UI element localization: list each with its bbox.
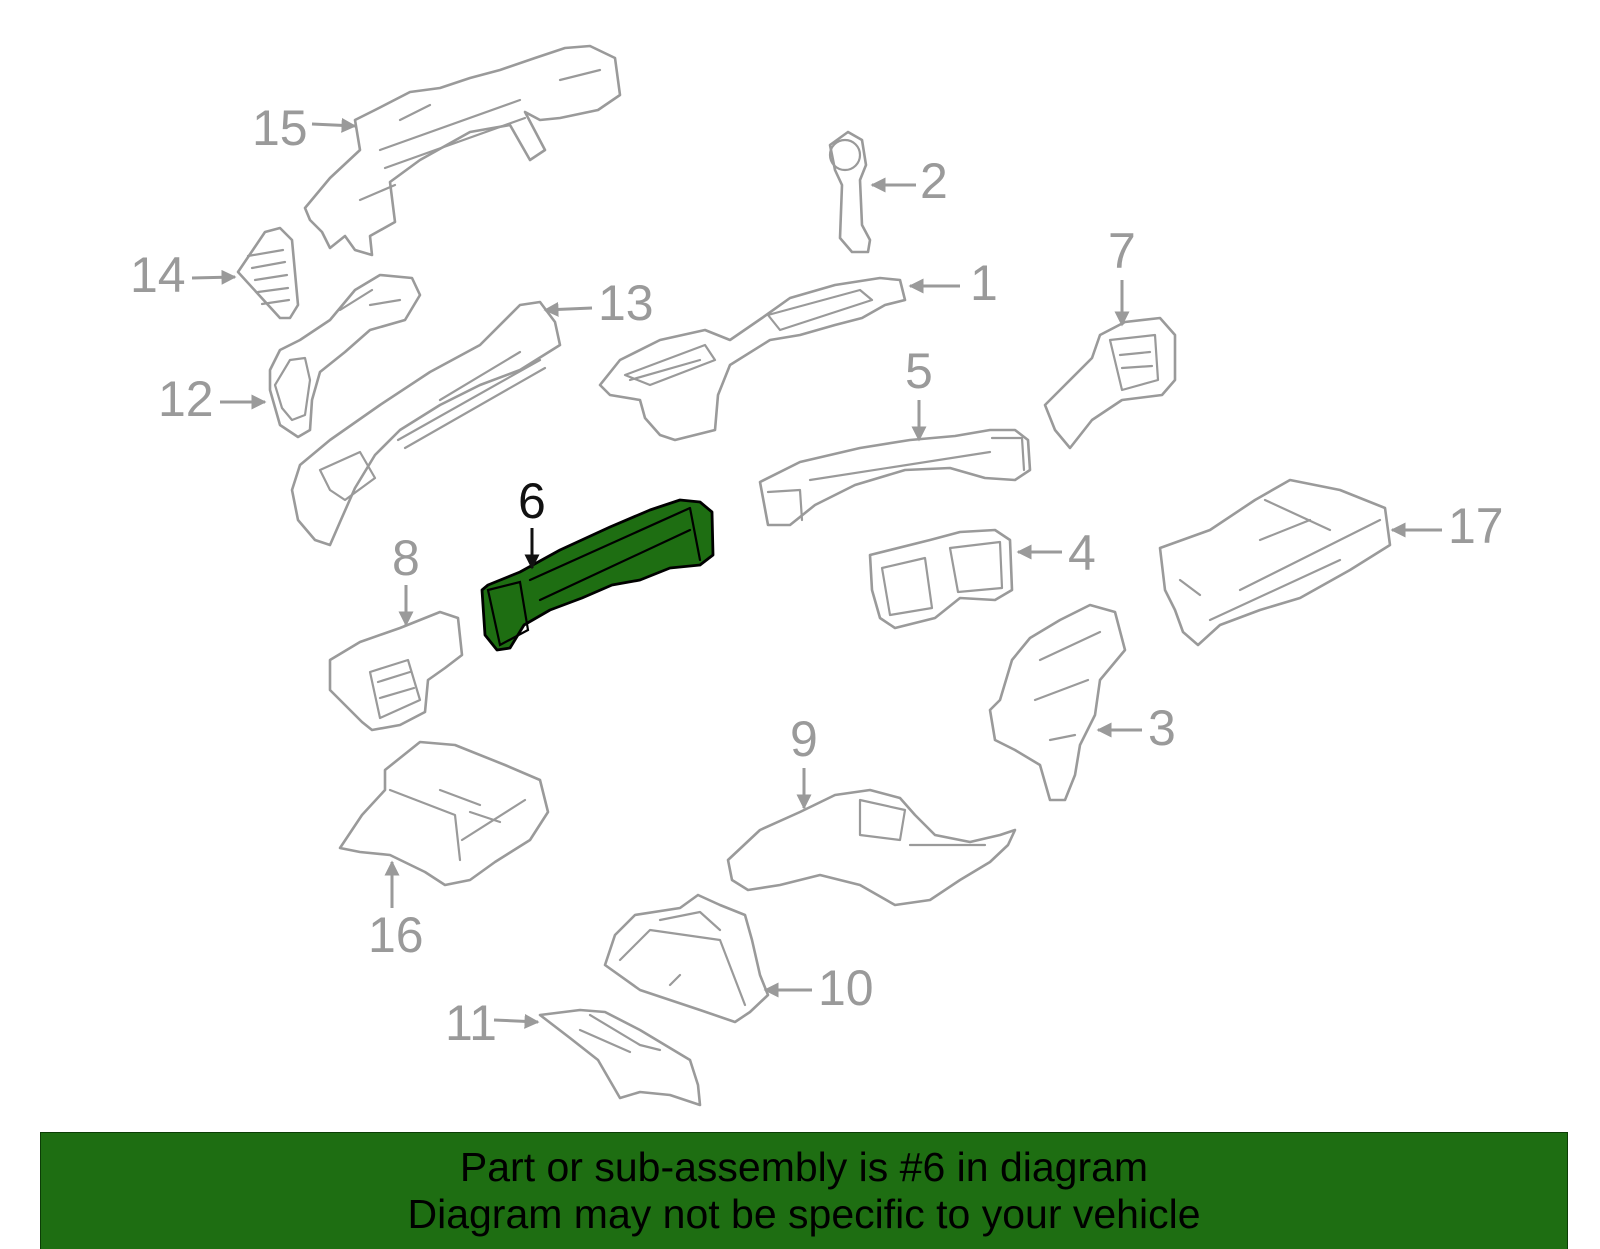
- part-3-bracket[interactable]: [988, 603, 1127, 802]
- banner-line-disclaimer: Diagram may not be specific to your vehi…: [407, 1191, 1201, 1237]
- callout-1: 1: [908, 255, 998, 311]
- info-banner: Part or sub-assembly is #6 in diagram Di…: [40, 1132, 1568, 1249]
- callout-6: 6: [518, 473, 546, 570]
- callout-10: 10: [763, 960, 874, 1016]
- banner-line-part-number: Part or sub-assembly is #6 in diagram: [459, 1144, 1149, 1190]
- part-14-vent-grille[interactable]: [236, 226, 300, 320]
- part-6-duct-highlighted[interactable]: [480, 498, 715, 652]
- callout-13: 13: [543, 275, 654, 331]
- callout-14: 14: [130, 247, 237, 303]
- svg-text:5: 5: [905, 343, 933, 399]
- callout-9: 9: [790, 711, 818, 810]
- part-2-hose[interactable]: [828, 130, 872, 254]
- part-17-vent-assembly[interactable]: [1158, 478, 1392, 647]
- svg-text:10: 10: [818, 960, 874, 1016]
- part-11-trim[interactable]: [538, 1008, 702, 1107]
- svg-text:9: 9: [790, 711, 818, 767]
- callout-17: 17: [1390, 498, 1504, 554]
- svg-text:17: 17: [1448, 498, 1504, 554]
- callout-16: 16: [368, 860, 424, 963]
- svg-text:7: 7: [1108, 223, 1136, 279]
- svg-text:11: 11: [445, 995, 497, 1051]
- callout-7: 7: [1108, 223, 1136, 327]
- callout-8: 8: [392, 530, 420, 627]
- part-8-outlet[interactable]: [328, 610, 464, 732]
- callout-5: 5: [905, 343, 933, 442]
- part-10-center-vent[interactable]: [603, 893, 770, 1024]
- part-7-outlet[interactable]: [1043, 316, 1177, 450]
- part-15-duct[interactable]: [303, 44, 622, 257]
- svg-text:2: 2: [920, 153, 948, 209]
- callout-12: 12: [158, 371, 267, 427]
- svg-text:4: 4: [1068, 525, 1096, 581]
- svg-text:3: 3: [1148, 700, 1176, 756]
- svg-text:13: 13: [598, 275, 654, 331]
- callout-4: 4: [1016, 525, 1096, 581]
- svg-text:8: 8: [392, 530, 420, 586]
- part-6-body: [480, 498, 715, 652]
- callout-3: 3: [1096, 700, 1176, 756]
- svg-text:6: 6: [518, 473, 546, 529]
- svg-text:1: 1: [970, 255, 998, 311]
- callout-11: 11: [445, 995, 540, 1051]
- part-16-outlet[interactable]: [338, 740, 550, 887]
- svg-text:12: 12: [158, 371, 214, 427]
- svg-text:14: 14: [130, 247, 186, 303]
- part-13-dash-panel[interactable]: [290, 300, 562, 547]
- svg-text:15: 15: [252, 100, 308, 156]
- part-9-lower-duct[interactable]: [726, 788, 1017, 907]
- parts-diagram: 15 14 12 13 2 1 7 5 6 8 4 17: [130, 44, 1504, 1107]
- part-12-duct[interactable]: [268, 273, 422, 439]
- part-5-side-duct[interactable]: [758, 428, 1032, 527]
- callout-2: 2: [870, 153, 948, 209]
- part-1-center-duct[interactable]: [598, 276, 907, 442]
- callout-15: 15: [252, 100, 357, 156]
- svg-text:16: 16: [368, 907, 424, 963]
- part-4-dual-outlets[interactable]: [868, 528, 1014, 630]
